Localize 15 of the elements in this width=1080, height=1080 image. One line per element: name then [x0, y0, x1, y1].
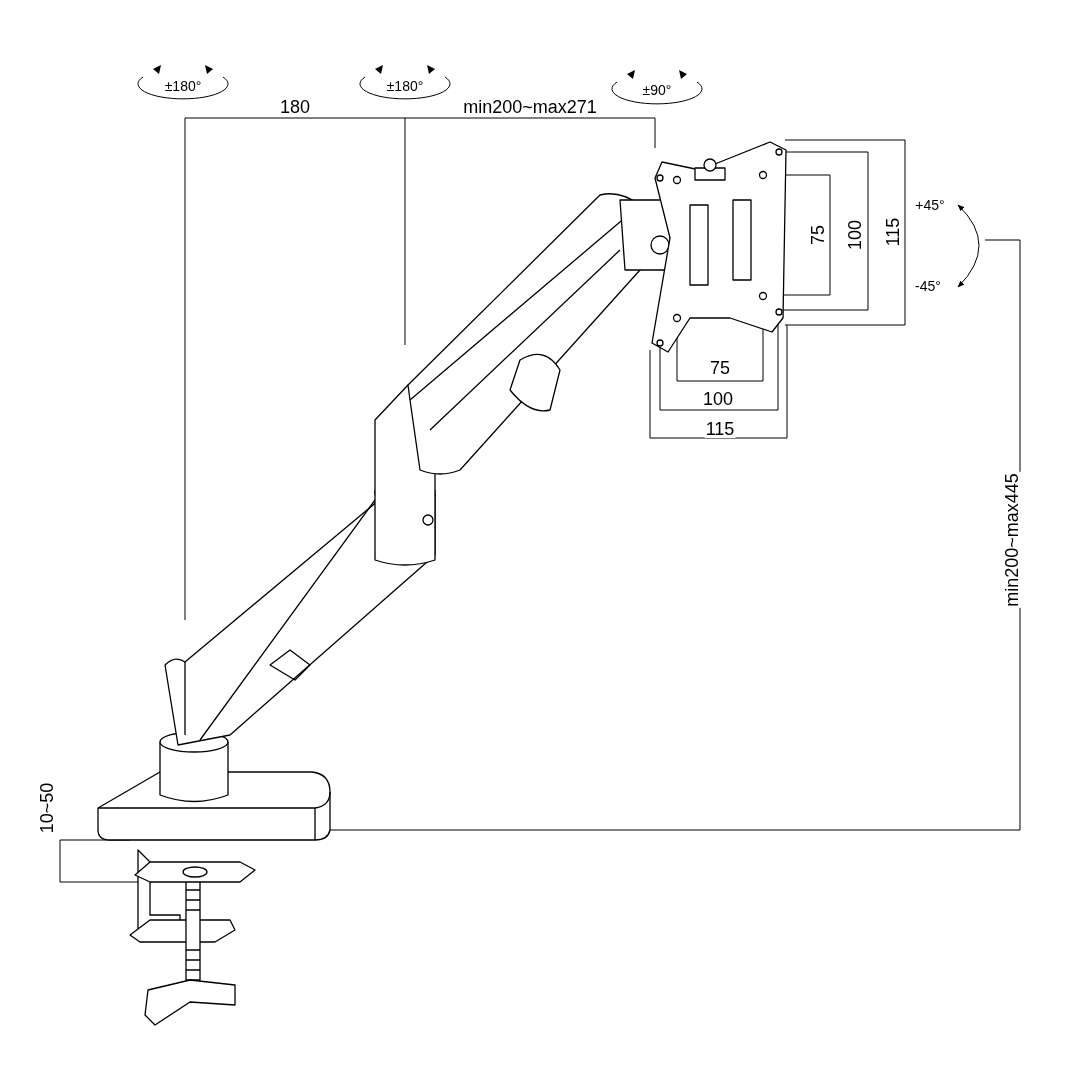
dimension-label: +45°: [914, 198, 946, 212]
dimension-label: 75: [809, 224, 827, 246]
dimension-label: -45°: [914, 279, 942, 293]
dimension-label: 180: [279, 98, 311, 116]
dimension-label: 115: [704, 420, 736, 438]
dimension-label: ±180°: [163, 79, 203, 93]
dimension-label: 75: [709, 359, 731, 377]
dimension-label: ±180°: [385, 79, 425, 93]
dimension-label: min200~max445: [1003, 472, 1021, 608]
dimension-label: min200~max271: [462, 98, 598, 116]
dimension-label: ±90°: [641, 83, 673, 97]
dimension-label: 100: [846, 219, 864, 251]
dimension-label: 115: [884, 216, 902, 248]
dimension-label: 100: [702, 390, 734, 408]
dimension-label: 10~50: [38, 781, 56, 835]
